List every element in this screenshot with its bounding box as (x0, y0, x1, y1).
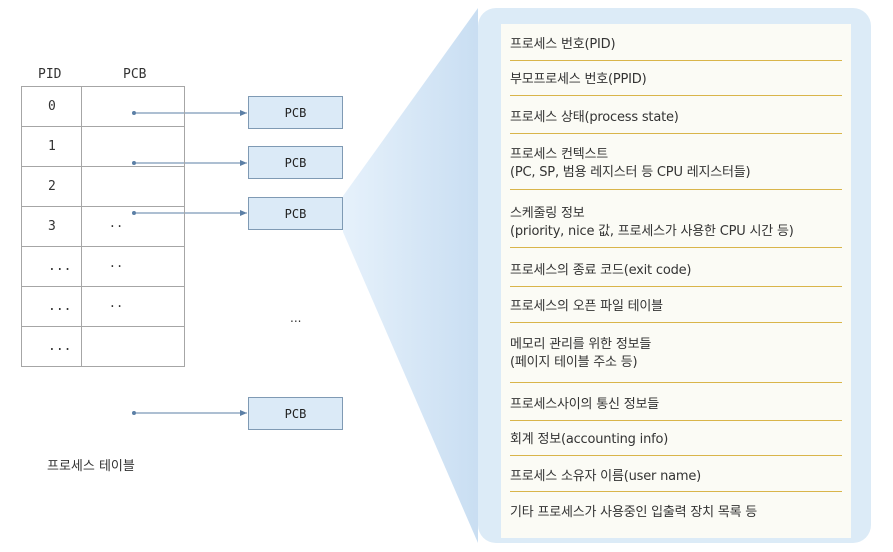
pcb-field-context: 프로세스 컨텍스트 (PC, SP, 범용 레지스터 등 CPU 레지스터들) (510, 143, 842, 190)
pcb-ellipsis: ... (290, 311, 302, 325)
pcb-field-ppid: 부모프로세스 번호(PPID) (510, 67, 842, 96)
pcb-box-last: PCB (248, 397, 343, 430)
pcb-field-open-files: 프로세스의 오픈 파일 테이블 (510, 294, 842, 323)
pcb-pointer-cell (81, 126, 185, 167)
pcb-box-1: PCB (248, 146, 343, 179)
pcb-field-exit-code: 프로세스의 종료 코드(exit code) (510, 259, 842, 287)
pcb-placeholder: .. (108, 256, 124, 270)
process-table-caption: 프로세스 테이블 (47, 459, 135, 474)
pid-cell: 3 (21, 206, 82, 247)
pcb-pointer-cell (81, 166, 185, 207)
pcb-placeholder-cell: .. (81, 286, 185, 327)
pcb-placeholder-cell: .. (81, 206, 185, 247)
pid-cell: 1 (21, 126, 82, 167)
table-row: ..... (21, 246, 185, 287)
pcb-pointer-cell (81, 86, 185, 127)
pcb-placeholder-cell: .. (81, 246, 185, 287)
pcb-field-owner: 프로세스 소유자 이름(user name) (510, 465, 842, 492)
pcb-box-2: PCB (248, 197, 343, 230)
pcb-column-header: PCB (123, 67, 147, 82)
table-row: 2 (21, 166, 185, 207)
pcb-field-pid: 프로세스 번호(PID) (510, 32, 842, 61)
pcb-placeholder: .. (108, 296, 124, 310)
pcb-field-accounting: 회계 정보(accounting info) (510, 428, 842, 456)
pid-cell: ... (21, 326, 82, 367)
pcb-field-ipc: 프로세스사이의 통신 정보들 (510, 393, 842, 421)
table-row: ..... (21, 286, 185, 327)
pid-cell: 0 (21, 86, 82, 127)
pcb-box-0: PCB (248, 96, 343, 129)
pcb-placeholder: .. (108, 216, 124, 230)
pcb-pointer-cell (81, 326, 185, 367)
table-row: 1 (21, 126, 185, 167)
table-row: 3.. (21, 206, 185, 247)
pid-cell: ... (21, 286, 82, 327)
pid-cell: ... (21, 246, 82, 287)
pcb-field-state: 프로세스 상태(process state) (510, 105, 842, 134)
pcb-field-io-devices: 기타 프로세스가 사용중인 입출력 장치 목록 등 (510, 505, 758, 520)
expansion-wedge (343, 8, 478, 543)
table-row: ... (21, 326, 185, 367)
pcb-field-scheduling: 스케줄링 정보 (priority, nice 값, 프로세스가 사용한 CPU… (510, 202, 842, 248)
pcb-detail-panel (501, 24, 851, 538)
pid-column-header: PID (38, 67, 62, 82)
table-row: 0 (21, 86, 185, 127)
pid-cell: 2 (21, 166, 82, 207)
pcb-field-memory: 메모리 관리를 위한 정보들 (페이지 테이블 주소 등) (510, 333, 842, 383)
pointer-dot (132, 411, 136, 415)
